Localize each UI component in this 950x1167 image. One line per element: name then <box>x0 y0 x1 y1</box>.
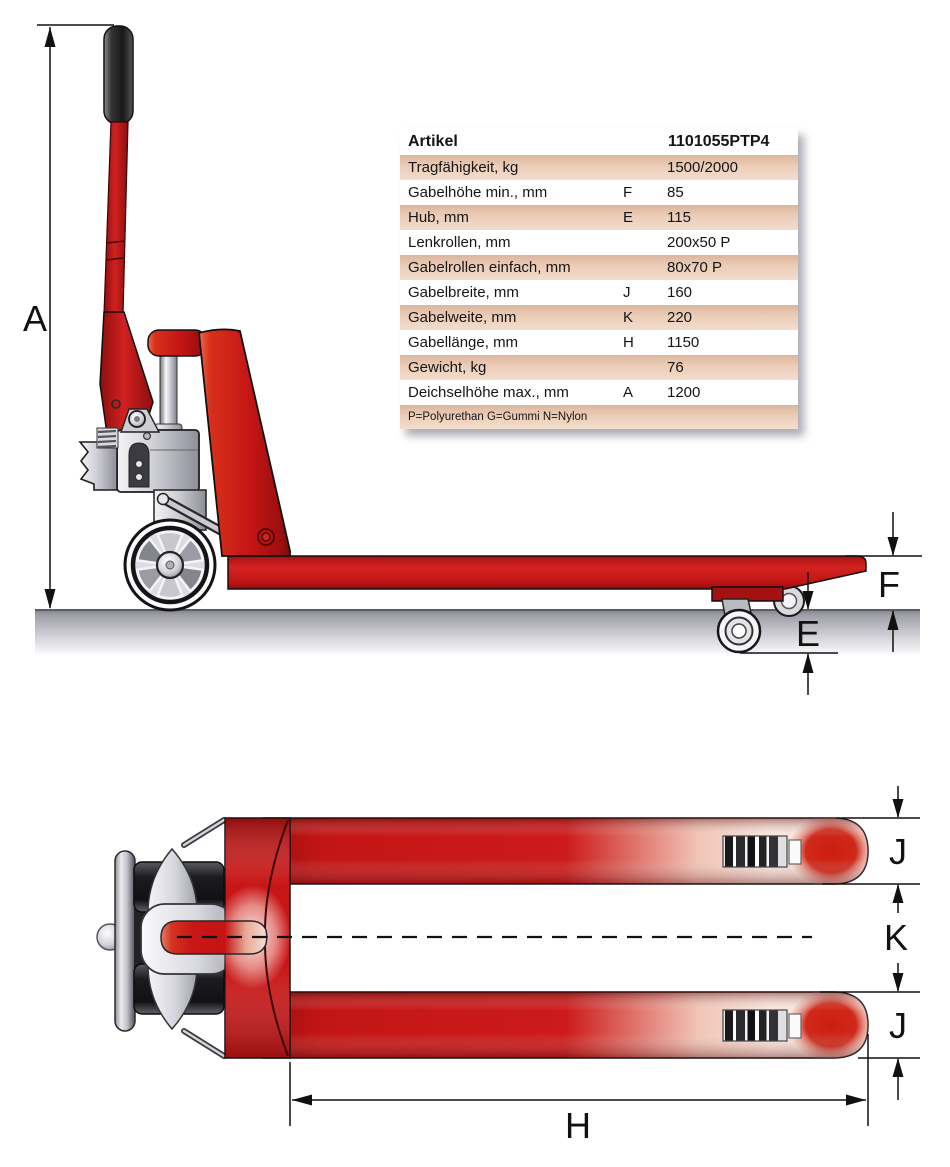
spec-row-code: K <box>623 309 634 326</box>
dimension-fork-height <box>845 512 922 652</box>
spec-row-label: Gabelweite, mm <box>408 309 517 326</box>
mast <box>198 328 291 557</box>
spec-row: Gewicht, kg 76 <box>400 355 798 380</box>
fork-roller-top-right <box>722 835 802 868</box>
spec-row-value: 1150 <box>667 334 700 351</box>
handle-grip <box>103 25 134 125</box>
shaft-joint <box>106 240 125 244</box>
spec-header-label: Artikel <box>408 133 458 150</box>
ground <box>35 609 920 656</box>
spec-row-code: F <box>623 184 633 201</box>
spec-row-value: 80x70 P <box>667 259 723 276</box>
spec-row-value: 160 <box>667 284 693 301</box>
spec-table-footnote: P=Polyurethan G=Gummi N=Nylon <box>400 405 798 429</box>
shaft-joint <box>105 257 124 261</box>
spec-row-label: Gabellänge, mm <box>408 334 519 351</box>
spec-row: Hub, mm E 115 <box>400 205 798 230</box>
spec-row-value: 1500/2000 <box>667 159 738 176</box>
fork-side <box>227 555 867 590</box>
lowered-caster <box>716 608 762 654</box>
link-rods <box>181 817 227 1059</box>
handle-shaft <box>103 121 129 315</box>
spec-row-label: Gabelrollen einfach, mm <box>408 259 571 276</box>
spec-row-value: 1200 <box>667 384 701 401</box>
dim-label-lift: E <box>796 613 820 654</box>
fork-roller-bottom-right <box>722 1009 802 1042</box>
spec-row: Lenkrollen, mm 200x50 P <box>400 230 798 255</box>
spec-row-code: J <box>623 284 631 301</box>
carriage-v-edge-bottom <box>264 945 289 1057</box>
hydraulic-pump <box>78 329 207 531</box>
spec-table-header: Artikel 1101055PTP4 <box>400 128 798 155</box>
top-view: J K J H <box>96 786 920 1146</box>
spec-header-value: 1101055PTP4 <box>668 133 770 150</box>
fork-top-right <box>262 817 869 885</box>
spec-row-label: Deichselhöhe max., mm <box>408 384 569 401</box>
spec-row-label: Gewicht, kg <box>408 359 487 376</box>
handle-bar-top <box>114 850 136 1032</box>
spec-row: Deichselhöhe max., mm A 1200 <box>400 380 798 405</box>
spec-row: Gabelweite, mm K 220 <box>400 305 798 330</box>
spec-row-label: Hub, mm <box>408 209 469 226</box>
spec-row-code: H <box>623 334 634 351</box>
spec-row-value: 220 <box>667 309 693 326</box>
dimension-fork-width-spread <box>820 786 920 1100</box>
carriage-v-edge-top <box>264 819 289 929</box>
mast-bolt-center <box>261 532 271 542</box>
dim-label-fork-width-top: J <box>889 831 907 872</box>
spec-row-value: 85 <box>667 184 684 201</box>
spec-row-value: 115 <box>667 209 691 226</box>
spec-row-code <box>623 155 667 180</box>
spec-row-value: 200x50 P <box>667 234 731 251</box>
dim-label-overall-height: A <box>23 298 47 339</box>
spec-row: Gabelhöhe min., mm F 85 <box>400 180 798 205</box>
dimension-fork-length <box>289 1034 869 1126</box>
spec-row-code: E <box>623 209 634 226</box>
spec-row-code <box>623 255 667 280</box>
spec-row-label: Gabelbreite, mm <box>408 284 519 301</box>
tiller-hole <box>111 399 121 409</box>
pump-wing-top <box>147 847 198 911</box>
steer-wheel <box>123 518 217 612</box>
spec-row: Gabellänge, mm H 1150 <box>400 330 798 355</box>
dim-label-fork-height: F <box>878 564 900 605</box>
spec-table-body: Tragfähigkeit, kg 1500/2000 Gabelhöhe mi… <box>400 155 798 405</box>
dim-label-fork-width-bottom: J <box>889 1005 907 1046</box>
pump-wing-bottom <box>147 967 198 1031</box>
spec-row: Gabelrollen einfach, mm 80x70 P <box>400 255 798 280</box>
spec-row-label: Gabelhöhe min., mm <box>408 184 548 201</box>
spec-row-value: 76 <box>667 359 684 376</box>
spec-row: Tragfähigkeit, kg 1500/2000 <box>400 155 798 180</box>
side-view: A <box>23 24 922 695</box>
spec-table: Artikel 1101055PTP4 Tragfähigkeit, kg 15… <box>400 128 798 429</box>
dimension-lift <box>740 572 838 695</box>
dim-label-fork-spread: K <box>884 917 908 958</box>
fork-bottom-right <box>262 991 869 1059</box>
spec-row-label: Lenkrollen, mm <box>408 234 511 251</box>
spec-row-code <box>623 230 667 255</box>
dim-label-fork-length: H <box>565 1105 591 1146</box>
dimension-overall-height <box>37 24 114 609</box>
spec-row-code <box>623 355 667 380</box>
spec-row-label: Tragfähigkeit, kg <box>408 159 519 176</box>
spec-row-code: A <box>623 384 634 401</box>
spec-row: Gabelbreite, mm J 160 <box>400 280 798 305</box>
